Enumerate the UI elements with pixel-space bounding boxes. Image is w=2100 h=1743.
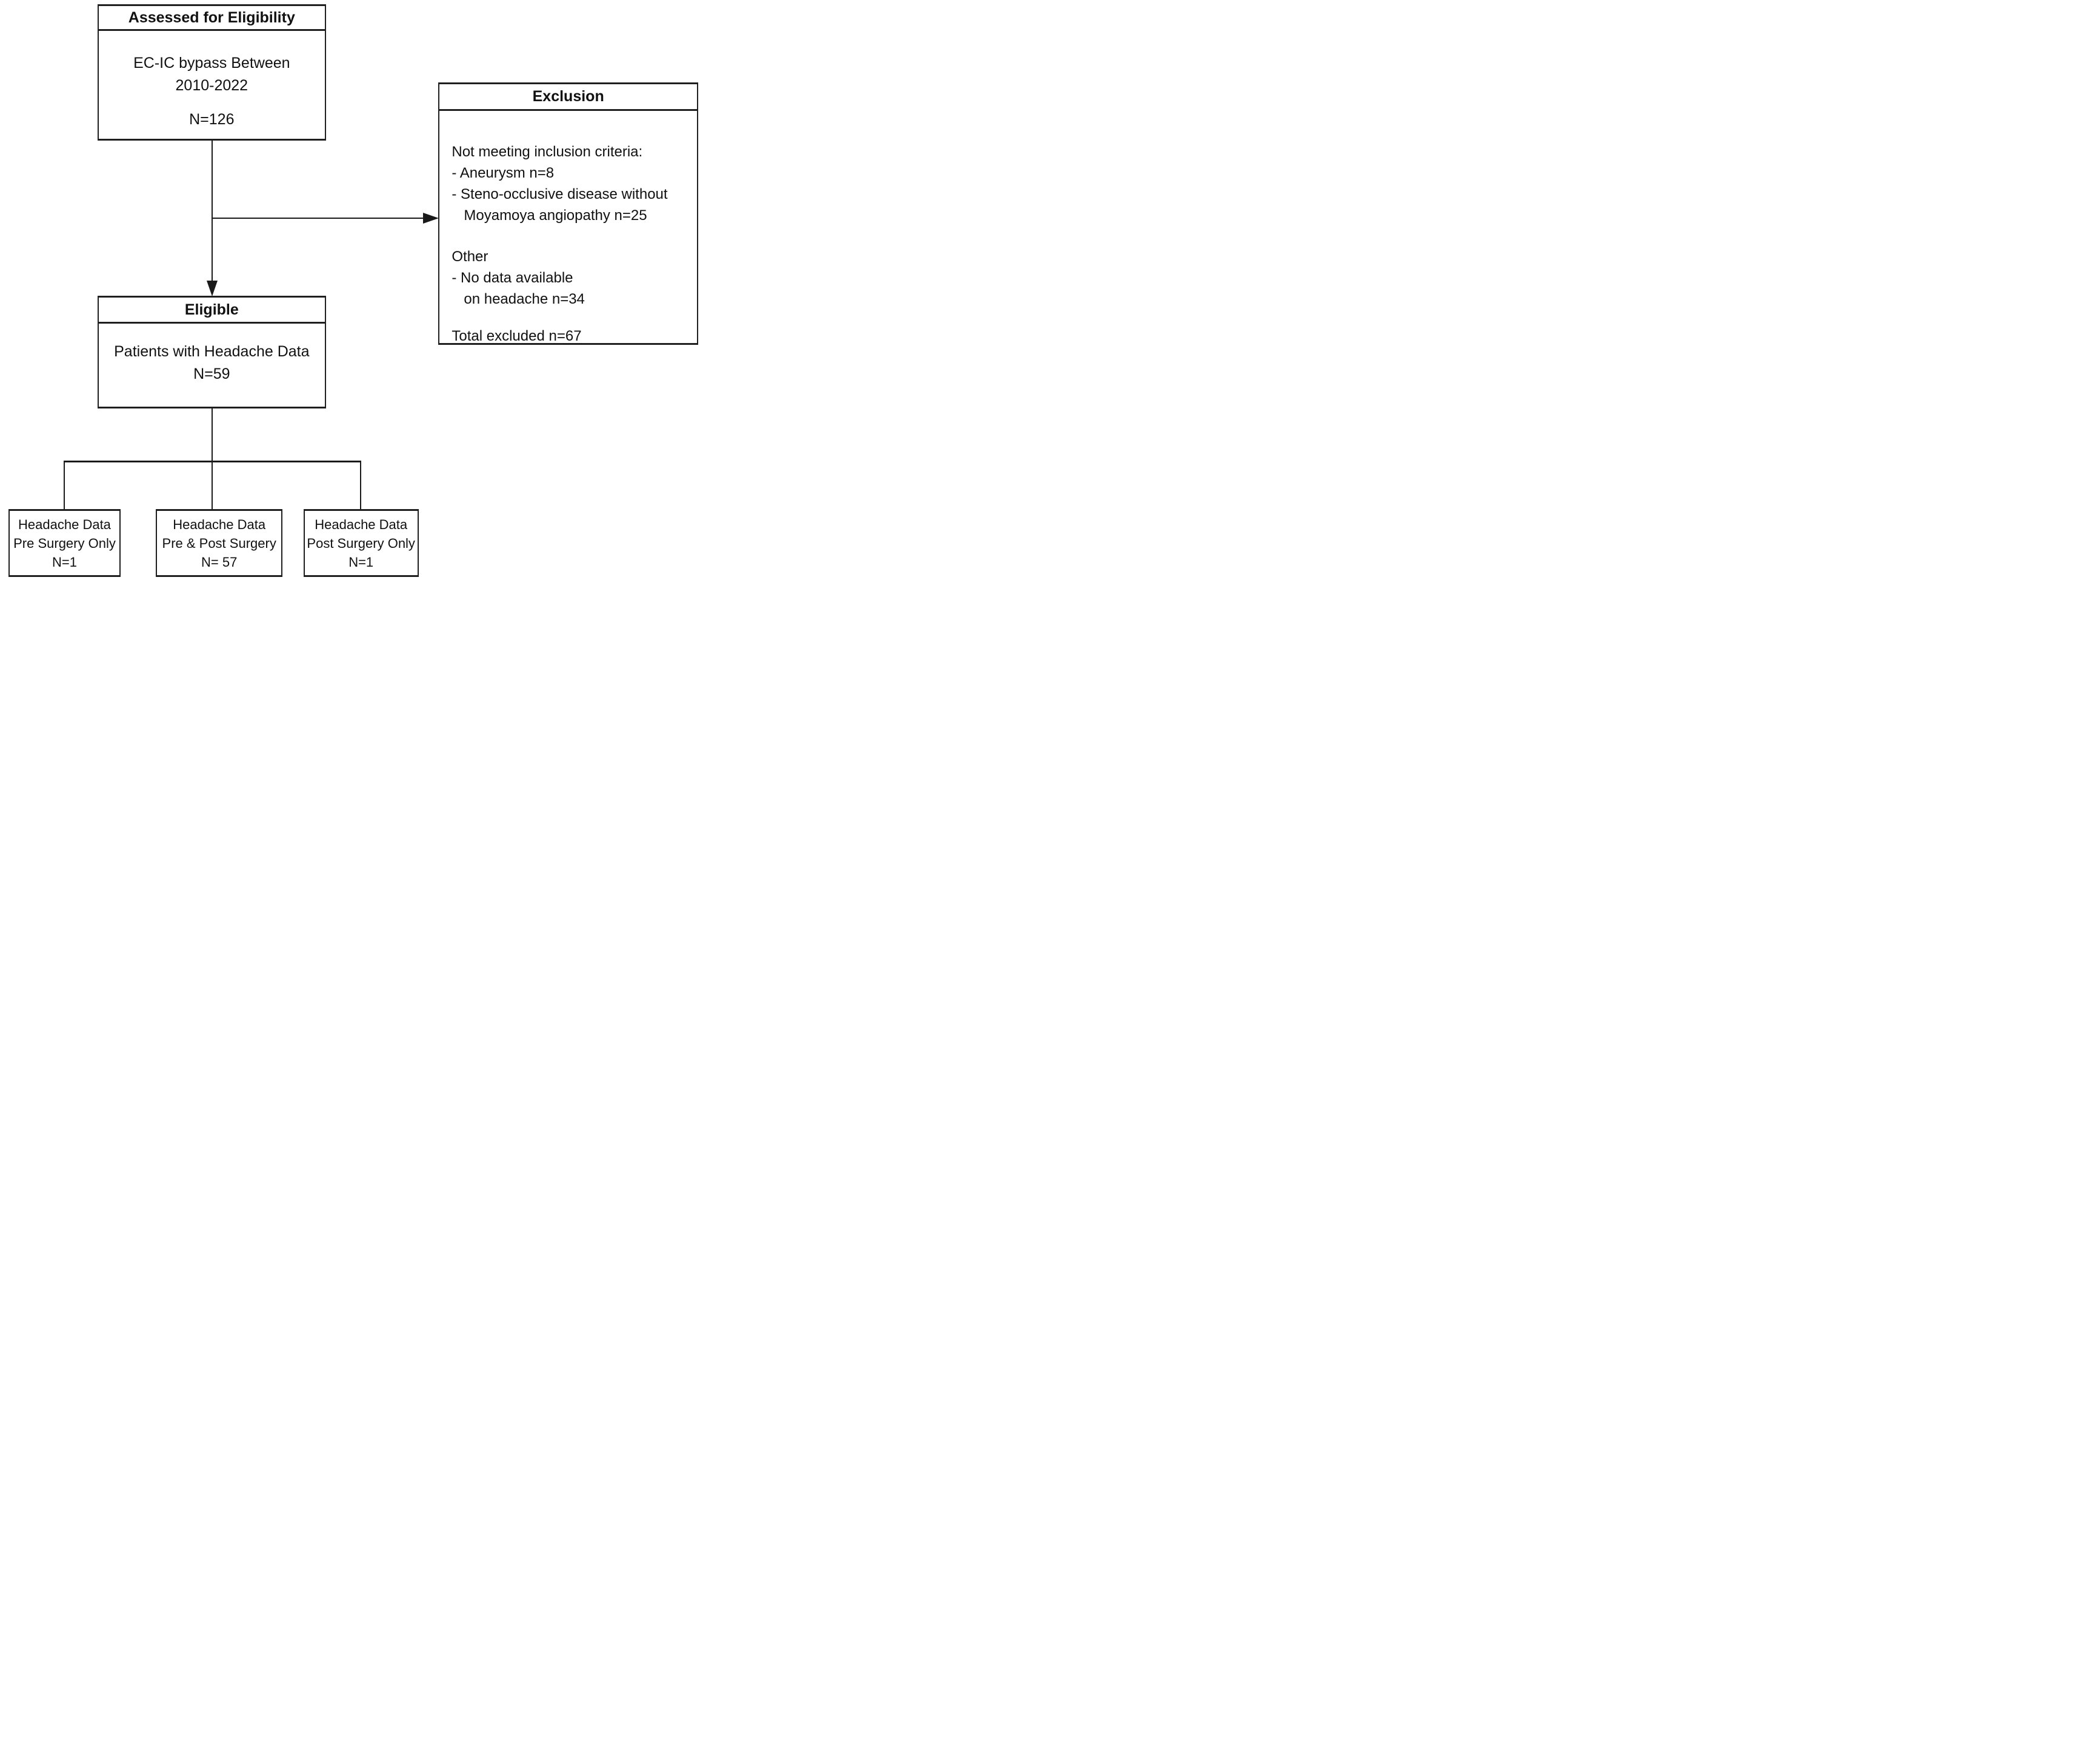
- arrow-down-icon: [206, 281, 218, 297]
- connector-branch-to-outcome-3: [359, 462, 361, 510]
- outcome-n-value: N=1: [52, 554, 77, 570]
- exclusion-total-line: Total excluded n=67: [452, 328, 582, 345]
- connector-to-exclusion: [212, 218, 424, 219]
- connector-branch-to-outcome-2: [211, 462, 213, 510]
- outcome-n-value: N= 57: [201, 554, 238, 570]
- outcome-body: Headache Data Post Surgery Only N=1: [307, 511, 415, 575]
- eligible-header: Eligible: [98, 298, 325, 324]
- assessed-body-line: EC-IC bypass Between: [133, 55, 290, 72]
- box-outcome-pre-and-post-surgery: Headache Data Pre & Post Surgery N= 57: [156, 509, 283, 577]
- outcome-line: Pre & Post Surgery: [162, 535, 276, 551]
- outcome-body: Headache Data Pre & Post Surgery N= 57: [162, 511, 276, 575]
- exclusion-body: Not meeting inclusion criteria: - Aneury…: [439, 111, 697, 347]
- exclusion-line: Other: [452, 248, 488, 265]
- exclusion-line: - No data available: [452, 270, 573, 287]
- box-exclusion: Exclusion Not meeting inclusion criteria…: [438, 82, 698, 345]
- box-outcome-pre-surgery-only: Headache Data Pre Surgery Only N=1: [8, 509, 121, 577]
- outcome-body: Headache Data Pre Surgery Only N=1: [13, 511, 116, 575]
- branch-horizontal-line: [64, 461, 362, 463]
- connector-eligible-to-branch: [211, 407, 213, 463]
- connector-assessed-to-eligible: [211, 140, 213, 282]
- outcome-line: Headache Data: [18, 516, 111, 532]
- exclusion-line: - Steno-occlusive disease without: [452, 186, 668, 203]
- box-eligible: Eligible Patients with Headache Data N=5…: [97, 296, 326, 409]
- exclusion-line: - Aneurysm n=8: [452, 165, 555, 182]
- exclusion-line: Not meeting inclusion criteria:: [452, 144, 643, 161]
- connector-branch-to-outcome-1: [64, 462, 65, 510]
- outcome-line: Pre Surgery Only: [13, 535, 116, 551]
- exclusion-line: on headache n=34: [464, 291, 585, 308]
- outcome-line: Headache Data: [173, 516, 266, 532]
- outcome-line: Post Surgery Only: [307, 535, 415, 551]
- exclusion-line: Moyamoya angiopathy n=25: [464, 207, 647, 224]
- box-outcome-post-surgery-only: Headache Data Post Surgery Only N=1: [303, 509, 419, 577]
- assessed-body-line: 2010-2022: [175, 77, 248, 94]
- eligible-n-value: N=59: [193, 365, 230, 382]
- eligible-body-line: Patients with Headache Data: [114, 342, 310, 360]
- exclusion-header: Exclusion: [439, 84, 697, 112]
- outcome-line: Headache Data: [315, 516, 408, 532]
- outcome-n-value: N=1: [348, 554, 374, 570]
- arrow-right-icon: [423, 213, 439, 224]
- assessed-n-value: N=126: [189, 111, 235, 128]
- consort-flow-diagram: Assessed for Eligibility EC-IC bypass Be…: [0, 0, 700, 581]
- eligible-body: Patients with Headache Data N=59: [99, 324, 325, 407]
- assessed-header: Assessed for Eligibility: [98, 6, 325, 31]
- box-assessed-for-eligibility: Assessed for Eligibility EC-IC bypass Be…: [97, 4, 326, 141]
- assessed-body: EC-IC bypass Between 2010-2022 N=126: [99, 31, 325, 139]
